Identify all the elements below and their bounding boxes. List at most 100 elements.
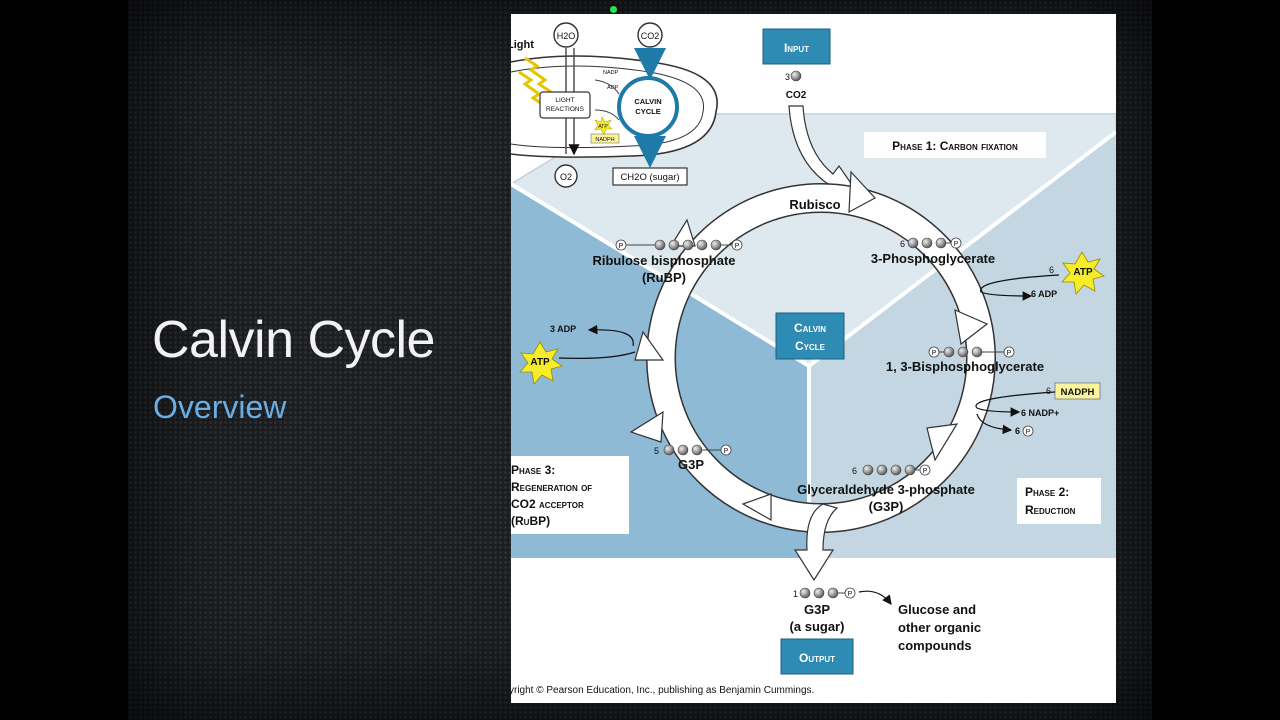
light-bolt-icon (518, 70, 546, 108)
slide-subtitle: Overview (153, 389, 287, 425)
phase1-label-box (864, 132, 1046, 158)
atp-star-icon (1061, 251, 1105, 295)
adp-out-3: 3 ADP (550, 324, 576, 334)
regen-g3p-molecule: P (663, 444, 732, 456)
pi-phosphate-icon (1022, 425, 1034, 437)
o2-circle (554, 164, 578, 188)
slide-title: Calvin Cycle (152, 311, 435, 369)
calvin-center-label: Cycle (795, 339, 826, 353)
phase2-label-box (1017, 478, 1101, 524)
svg-text:P: P (932, 350, 937, 357)
calvin-center-label: Calvin (794, 321, 826, 335)
adp-out-6: 6 ADP (1031, 289, 1057, 299)
output-g3p-molecule: P (799, 587, 856, 599)
atp-label-phase3: ATP (530, 357, 550, 368)
light-reactions-label: LIGHT (555, 97, 574, 104)
h2o-circle (553, 22, 579, 48)
rubp-molecule: P P (615, 239, 743, 251)
output-arrow (793, 503, 839, 582)
input-label: Input (784, 41, 809, 55)
sugar-label: CH2O (sugar) (620, 172, 679, 183)
nadph-consumption-arrow (975, 391, 1056, 417)
chloroplast-inset: H2O CO2 O2 Light LIGHT REACTIONS CALVIN … (511, 22, 718, 188)
regen-g3p-label: G3P (678, 457, 704, 472)
inset-calvin-label: CALVIN (634, 97, 661, 106)
output-count: 1 (793, 589, 798, 599)
copyright-notice: yright © Pearson Education, Inc., publis… (511, 685, 814, 696)
nadp-out: 6 NADP+ (1021, 408, 1059, 418)
calvin-cycle-diagram: H2O CO2 O2 Light LIGHT REACTIONS CALVIN … (511, 14, 1116, 703)
input-count: 3 (785, 72, 790, 82)
nadph-count: 6 (1046, 386, 1051, 396)
input-molecule: CO2 (786, 90, 807, 101)
o2-label: O2 (560, 172, 572, 182)
input-box (762, 28, 831, 65)
output-sugar-label: (a sugar) (790, 619, 845, 634)
phase2-label: Reduction (1025, 503, 1076, 517)
adp-release-arrow (587, 324, 634, 347)
rubp-label: (RuBP) (642, 270, 686, 285)
pi-phosphate-symbol: P (1026, 429, 1031, 436)
products-label: other organic (898, 620, 981, 635)
svg-text:P: P (923, 468, 928, 475)
pga-molecule: P (907, 237, 962, 249)
phase3-label-box (511, 456, 629, 534)
atp-consumption-arrow (980, 274, 1060, 301)
atp-label: ATP (1073, 267, 1093, 278)
g3p-label: Glyceraldehyde 3-phosphate (797, 482, 975, 497)
phase2-region (809, 132, 1116, 558)
g3p-label: (G3P) (869, 499, 904, 514)
svg-text:P: P (735, 243, 740, 250)
products-label: compounds (898, 638, 972, 653)
nadph-box (1054, 382, 1101, 400)
inset-nadp-label: NADP (603, 70, 619, 76)
output-box (780, 638, 854, 675)
inset-nadph-box (590, 133, 620, 144)
sugar-box (612, 167, 688, 186)
products-arrow (858, 590, 892, 605)
rubp-label: Ribulose bisphosphate (592, 253, 735, 268)
regen-g3p-count: 5 (654, 446, 659, 456)
light-bolt-icon (524, 56, 552, 94)
inset-co2-label: CO2 (641, 31, 660, 41)
carbon-atom (790, 70, 802, 82)
svg-text:P: P (1007, 350, 1012, 357)
phase3-label: Regeneration of (511, 480, 592, 494)
pga-count: 6 (900, 239, 905, 249)
svg-text:P: P (619, 243, 624, 250)
output-label: Output (799, 651, 835, 665)
inset-co2-circle (637, 22, 663, 48)
inset-calvin-label: CYCLE (635, 107, 660, 116)
products-label: Glucose and (898, 602, 976, 617)
inset-nadph-label: NADPH (595, 137, 614, 143)
output-g3p-label: G3P (804, 602, 830, 617)
light-reactions-box (539, 91, 591, 119)
light-reactions-label: REACTIONS (546, 106, 585, 113)
atp-feed-arrow (558, 351, 636, 359)
svg-text:P: P (954, 241, 959, 248)
calvin-center-box (775, 312, 845, 360)
pi-release-arrow (976, 413, 1013, 435)
pga-label: 3-Phosphoglycerate (871, 251, 995, 266)
phase3-label: Phase 3: (511, 463, 555, 477)
inset-atp-label: ATP (598, 124, 608, 130)
light-label: Light (511, 39, 534, 51)
atp-star-icon (519, 341, 563, 385)
phase1-label: Phase 1: Carbon fixation (892, 139, 1018, 153)
svg-text:P: P (724, 448, 729, 455)
rubisco-label: Rubisco (789, 197, 840, 212)
g3p-molecule: P (862, 464, 931, 476)
recording-indicator (610, 6, 617, 13)
cycle-arrowheads (629, 170, 989, 522)
inset-adp-label: ADP (607, 85, 619, 91)
bpg-molecule: P P (928, 346, 1015, 358)
atp-in-count: 6 (1049, 265, 1054, 275)
phase2-label: Phase 2: (1025, 485, 1069, 499)
pi-count: 6 (1015, 426, 1020, 436)
g3p-count: 6 (852, 466, 857, 476)
bpg-label: 1, 3-Bisphosphoglycerate (886, 359, 1044, 374)
phase3-label: (RuBP) (511, 514, 550, 528)
phase3-label: CO2 acceptor (511, 497, 584, 511)
nadph-label: NADPH (1061, 387, 1095, 398)
svg-text:P: P (848, 591, 853, 598)
